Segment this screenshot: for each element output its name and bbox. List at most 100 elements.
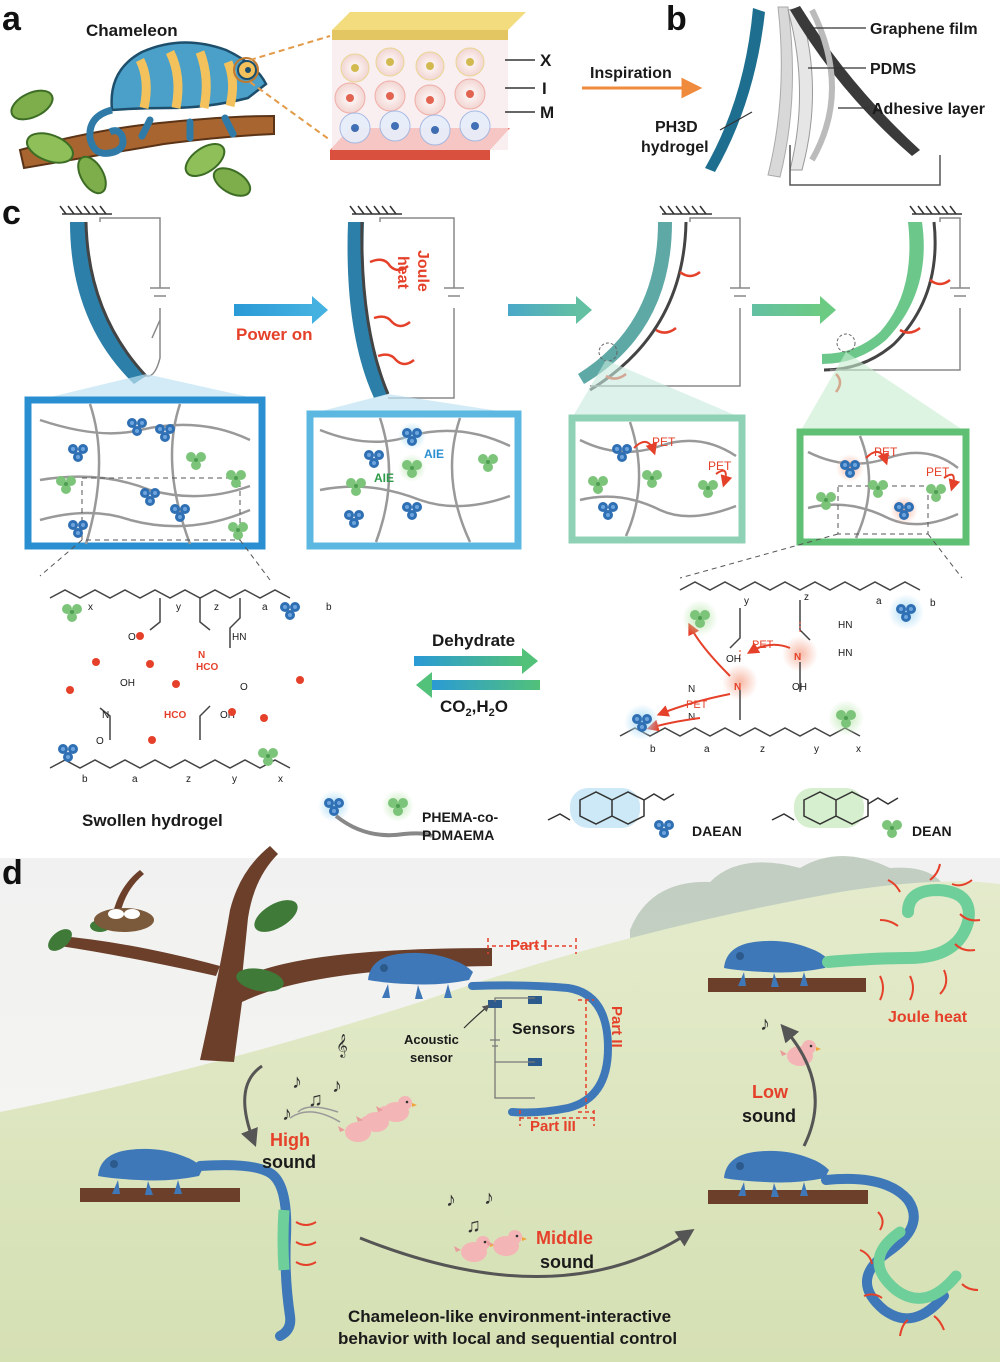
adhesive-layer-label: Adhesive layer [872, 101, 985, 118]
chameleon-bottom-left [80, 1148, 317, 1341]
network-box-3: PET PET [568, 414, 746, 544]
svg-text:O: O [240, 682, 248, 693]
svg-text:O: O [128, 632, 136, 643]
part-2-label: Part II [608, 1006, 625, 1048]
music-notes: ♪♫𝄞 ♪♪ ♪♪♫ ♪ [282, 1013, 770, 1237]
svg-text:♪: ♪ [332, 1075, 342, 1097]
panel-b: b Graphene film PDMS Adhesive layer PH3D… [641, 0, 985, 186]
panel-letter-a: a [2, 0, 22, 38]
chameleon-bottom-right [708, 1150, 979, 1337]
svg-text:a: a [704, 744, 710, 755]
chameleon-top [368, 952, 613, 1117]
acoustic-sensor-line1: Acoustic [404, 1032, 459, 1047]
acoustic-sensor-line2: sensor [410, 1050, 453, 1065]
chameleon-top-right: Joule heat [708, 863, 981, 1026]
rehydrate-arrow [430, 680, 540, 690]
adhesive-layer-shape [767, 6, 793, 178]
svg-text:z: z [186, 774, 191, 785]
svg-text:♫: ♫ [466, 1215, 481, 1237]
svg-text:N: N [198, 650, 205, 661]
daean-label: DAEAN [692, 823, 742, 839]
svg-text:N: N [688, 712, 695, 723]
power-on-label: Power on [236, 325, 313, 344]
aie-label-2: AIE [374, 471, 394, 485]
svg-text:z: z [214, 602, 219, 613]
sensors-label: Sensors [512, 1021, 575, 1038]
caption-line1: Chameleon-like environment-interactive [348, 1307, 671, 1326]
dehydrate-arrow [414, 656, 524, 666]
swollen-structure: x y z a b O OH HN N HCO O N HCO O OH b a… [49, 589, 332, 785]
svg-text:a: a [262, 602, 268, 613]
svg-text:HCO: HCO [196, 662, 218, 673]
svg-text:♪: ♪ [282, 1103, 292, 1125]
svg-text:OH: OH [726, 654, 741, 665]
power-on-arrow [234, 304, 314, 316]
dehydrated-structure: N N OH OH N N HN HN y z a b b a z y x PE… [619, 581, 936, 755]
low-label: Low [752, 1082, 789, 1102]
svg-text:b: b [930, 598, 936, 609]
hydrogel-label: hydrogel [641, 139, 709, 156]
co2-h2o-label: CO2,H2O [440, 697, 508, 719]
ph3d-hydrogel-layer [705, 8, 765, 172]
tree [48, 846, 492, 1062]
zoom-lines [249, 35, 331, 141]
svg-text:HN: HN [838, 620, 852, 631]
chameleon-label: Chameleon [86, 21, 178, 40]
svg-text:y: y [176, 602, 181, 613]
flow-arrow-2 [359, 1229, 695, 1279]
svg-text:x: x [856, 744, 861, 755]
network-box-2: AIE AIE [306, 410, 522, 550]
aie-label-1: AIE [424, 447, 444, 461]
state-arrow-3 [752, 304, 822, 316]
part-3-label: Part III [530, 1118, 576, 1135]
svg-text:♪: ♪ [484, 1187, 494, 1209]
svg-text:♪: ♪ [446, 1189, 456, 1211]
svg-text:N: N [688, 684, 695, 695]
svg-text:HN: HN [838, 648, 852, 659]
part-1-label: Part I [510, 937, 548, 954]
panel-c: c Joule heat [2, 194, 970, 843]
middle-label: Middle [536, 1228, 593, 1248]
pet-label-2: PET [708, 459, 732, 473]
ceiling-mounts [59, 205, 962, 215]
panel-letter-b: b [666, 0, 687, 38]
svg-text:a: a [876, 596, 882, 607]
svg-text:♪: ♪ [760, 1013, 770, 1035]
high-label: High [270, 1130, 310, 1150]
pdms-label: PDMS [870, 61, 917, 78]
layer-x-label: X [540, 51, 552, 70]
panel-a: a Chameleon [2, 0, 703, 197]
swollen-hydrogel-label: Swollen hydrogel [82, 811, 223, 830]
svg-text:OH: OH [792, 682, 807, 693]
legend: PHEMA-co- PDMAEMA DAEAN DEAN [318, 788, 952, 843]
svg-text:O: O [96, 736, 104, 747]
svg-text:x: x [88, 602, 93, 613]
state-arrow-2 [508, 304, 578, 316]
svg-text:y: y [814, 744, 819, 755]
joule-heat-line2: heat [394, 256, 411, 290]
dean-label: DEAN [912, 823, 952, 839]
pet-label-1: PET [652, 435, 676, 449]
svg-text:OH: OH [120, 678, 135, 689]
svg-text:HCO: HCO [164, 710, 186, 721]
svg-text:z: z [804, 592, 809, 603]
layer-i-label: I [542, 79, 547, 98]
panel-d: d Part I Part II [0, 846, 1000, 1362]
pet-label-3: PET [874, 445, 898, 459]
polymer-label-2: PDMAEMA [422, 827, 494, 843]
sensor-circuit: Part I Part II Part III Acoustic sensor … [404, 937, 625, 1135]
graphene-film-label: Graphene film [870, 21, 978, 38]
circuit-wire [789, 145, 941, 186]
layer-m-label: M [540, 103, 554, 122]
high-sound-label: sound [262, 1152, 316, 1172]
actuator-state-1 [70, 217, 170, 384]
svg-text:♪: ♪ [292, 1071, 302, 1093]
svg-text:N: N [794, 652, 801, 663]
polymer-label-1: PHEMA-co- [422, 809, 499, 825]
flow-arrow-1 [241, 1064, 263, 1148]
svg-text:b: b [650, 744, 656, 755]
svg-text:x: x [278, 774, 283, 785]
svg-text:PET: PET [752, 639, 774, 651]
ph3d-label: PH3D [655, 119, 698, 136]
